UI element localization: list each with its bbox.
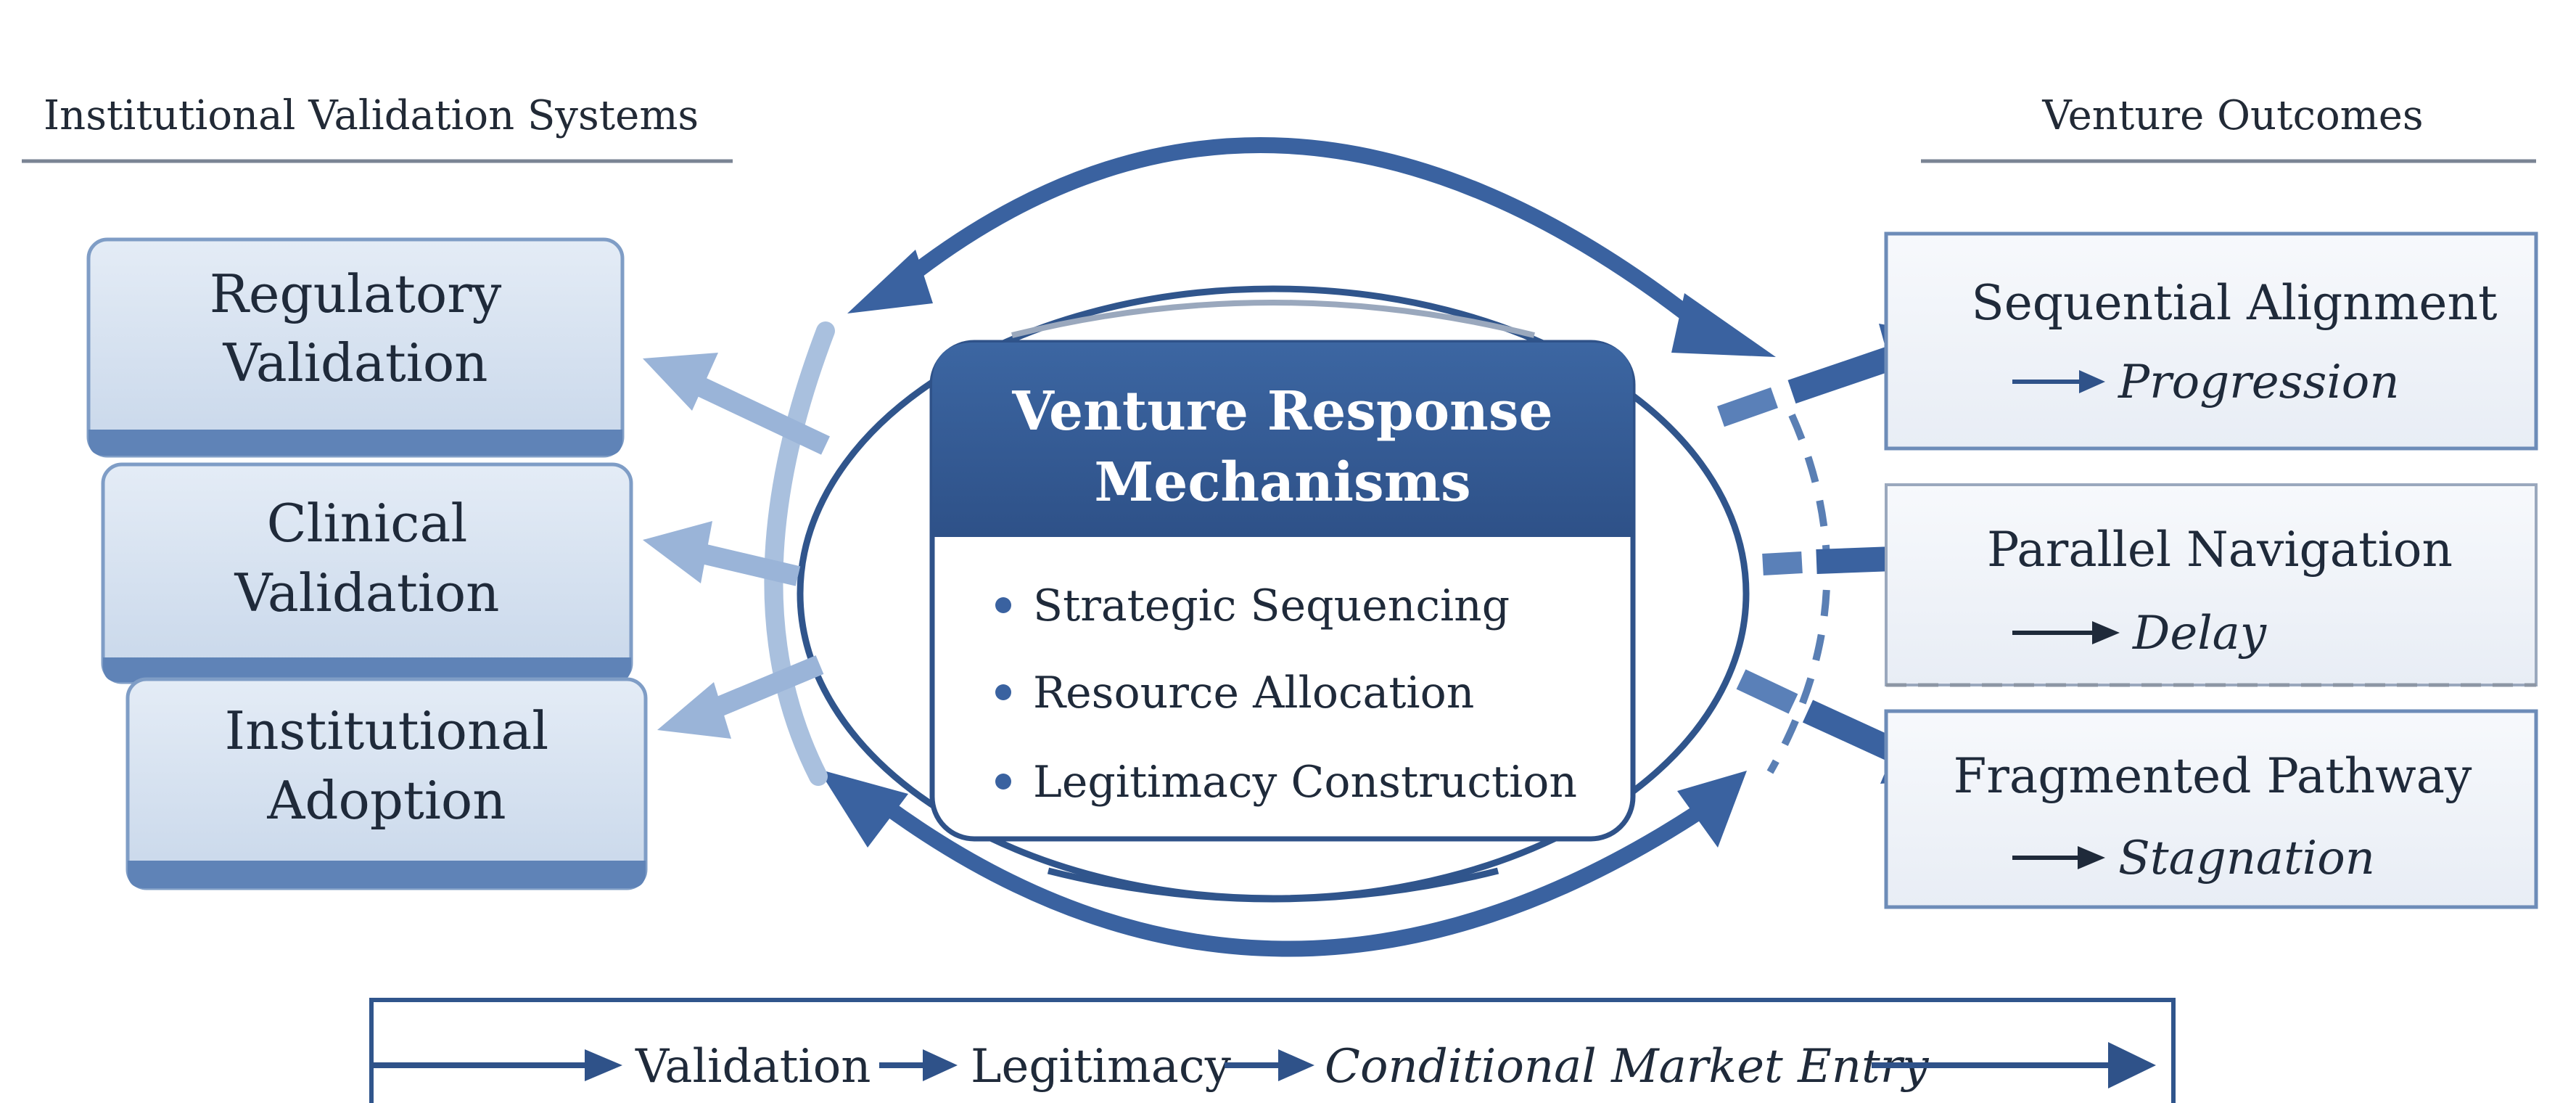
flow-arrow-2-head [923,1049,958,1081]
outcome-arrow-3-tail [1736,669,1798,714]
lower-inner-arc [1047,867,1499,903]
outcome-parallel-navigation: Parallel Navigation Delay [1885,483,2538,687]
bottom-arc-right-arrowhead [1677,771,1747,848]
validation-box-institutional: Institutional Adoption [125,677,648,890]
feedback-arrow-3-shaft [711,655,824,718]
bullet-dot [995,684,1011,700]
feedback-arrows-left [643,353,830,739]
flow-step-legitimacy: Legitimacy [971,1040,1231,1094]
flow-bar-frame [369,998,2176,1103]
bottom-double-arrow-arc [877,797,1705,957]
box-clinical-line2: Validation [234,562,499,623]
upper-thin-arc [1011,300,1535,338]
box-institutional-line1: Institutional [225,700,549,761]
bullet-resource-allocation: Resource Allocation [1033,668,1474,718]
center-title-line1: Venture Response [1011,380,1552,443]
outcome-3-arrow-head [2078,846,2105,869]
bullet-dot [995,774,1011,790]
outcome-1-name: Sequential Alignment [1972,275,2498,331]
outcome-arrow-1-shaft [1787,346,1894,404]
feedback-arrow-1-head [643,353,718,411]
bullet-strategic-sequencing: Strategic Sequencing [1033,581,1510,631]
left-section: Institutional Validation Systems Regulat… [22,92,733,890]
flow-arrow-1-head [585,1049,622,1081]
top-arc-right-arrowhead [1671,293,1776,357]
bottom-flow-bar: Validation Legitimacy Conditional Market… [369,998,2176,1103]
feedback-arrow-2-shaft [696,543,801,586]
left-light-arc [764,321,835,786]
outcome-3-result: Stagnation [2118,832,2375,885]
validation-box-regulatory: Regulatory Validation [86,237,625,458]
outcome-2-result: Delay [2132,607,2267,660]
outcome-arrow-1-tail [1717,387,1778,427]
outcome-1-result: Progression [2118,356,2400,409]
bullet-legitimacy-construction: Legitimacy Construction [1033,757,1577,808]
outcome-sequential-alignment: Sequential Alignment Progression [1884,231,2538,451]
validation-box-clinical: Clinical Validation [101,462,633,684]
outcome-2-name: Parallel Navigation [1987,522,2453,578]
outcome-arrow-2-shaft [1816,546,1894,574]
feedback-arrow-3-head [657,682,731,739]
right-section: Venture Outcomes Sequential Alignment Pr… [1884,92,2538,909]
outcome-fragmented-pathway: Fragmented Pathway Stagnation [1884,709,2538,909]
bottom-arc-left-arrowhead [818,769,908,848]
top-double-arrow-arc [892,137,1713,336]
outcome-arrow-2-tail [1762,552,1803,575]
box-regulatory-line2: Validation [222,332,487,393]
center-title-line2: Mechanisms [1094,451,1470,514]
box-regulatory-line1: Regulatory [210,263,502,324]
outcome-2-arrow-head [2092,621,2120,644]
feedback-arrow-1-shaft [692,375,830,455]
feedback-arrow-2-head [643,521,712,583]
right-section-title: Venture Outcomes [2041,92,2423,139]
flow-step-conditional-market-entry: Conditional Market Entry [1325,1040,1929,1094]
outcome-arrow-3-shaft [1802,700,1899,762]
venture-response-box: Venture Response Mechanisms Strategic Se… [929,340,1636,842]
flow-step-validation: Validation [635,1040,871,1094]
flow-arrow-4-head [2108,1042,2156,1088]
outcome-3-name: Fragmented Pathway [1954,748,2473,804]
right-dashed-arc [1766,413,1831,774]
box-clinical-line1: Clinical [267,493,468,554]
left-section-title: Institutional Validation Systems [44,92,699,139]
box-institutional-line2: Adoption [266,770,506,831]
top-arc-left-arrowhead [847,250,933,313]
flow-arrow-3-head [1278,1049,1314,1081]
outcome-1-arrow-head [2079,370,2105,393]
bullet-dot [995,597,1011,613]
